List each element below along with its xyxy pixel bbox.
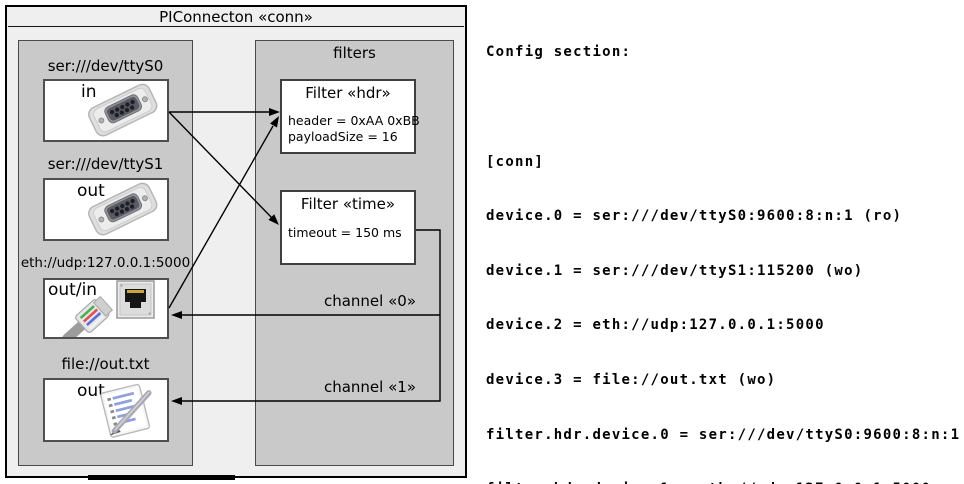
- device-uri-label: file://out.txt: [61, 355, 150, 373]
- filter-time-title: Filter «time»: [300, 195, 396, 213]
- filter-time-prop-timeout: timeout = 150 ms: [288, 225, 402, 240]
- device-direction: out: [77, 381, 105, 401]
- config-blank-line: [486, 98, 964, 116]
- device-uri-label: ser:///dev/ttyS1: [47, 155, 164, 173]
- filter-hdr-box: Filter «hdr» header = 0xAA 0xBB payloadS…: [280, 79, 420, 154]
- diagram-title: PIConnecton «conn»: [8, 8, 464, 27]
- frame-bottom-notch: [88, 475, 235, 480]
- filter-hdr-prop-header: header = 0xAA 0xBB: [288, 113, 420, 128]
- device-direction: out: [77, 181, 105, 201]
- config-line: filter.hdr.device.0 = ser:///dev/ttyS0:9…: [486, 426, 961, 443]
- config-line: device.1 = ser:///dev/ttyS1:115200 (wo): [486, 262, 864, 279]
- config-line: device.3 = file://out.txt (wo): [486, 371, 777, 388]
- device-uri-label: ser:///dev/ttyS0: [47, 57, 164, 75]
- config-line: [conn]: [486, 153, 545, 170]
- channel-0-label: channel «0»: [323, 292, 416, 310]
- device-direction: in: [81, 82, 97, 102]
- ethernet-connector-icon: [45, 280, 167, 337]
- channel-1-label: channel «1»: [323, 378, 416, 396]
- serial-connector-icon: [83, 82, 165, 139]
- config-line: device.2 = eth://udp:127.0.0.1:5000: [486, 317, 825, 334]
- serial-connector-icon: [83, 181, 165, 238]
- config-heading: Config section:: [486, 44, 632, 61]
- config-section: Config section: [conn] device.0 = ser://…: [486, 7, 964, 484]
- device-direction: out/in: [48, 280, 98, 300]
- filters-panel-title: filters: [333, 44, 376, 62]
- config-line: device.0 = ser:///dev/ttyS0:9600:8:n:1 (…: [486, 208, 903, 225]
- notepad-icon: [91, 382, 165, 440]
- config-line: filter.hdr.device.1 = eth://udp:127.0.0.…: [486, 480, 964, 484]
- device-box-eth: out/in: [43, 278, 169, 339]
- filter-hdr-title: Filter «hdr»: [305, 84, 391, 102]
- device-box-ttyS0: in: [43, 79, 169, 142]
- device-uri-label: eth://udp:127.0.0.1:5000: [20, 255, 191, 271]
- filter-time-box: Filter «time» timeout = 150 ms: [280, 190, 416, 265]
- device-box-ttyS1: out: [43, 178, 169, 241]
- filter-hdr-prop-payloadsize: payloadSize = 16: [288, 128, 398, 144]
- device-box-file: out: [43, 378, 169, 442]
